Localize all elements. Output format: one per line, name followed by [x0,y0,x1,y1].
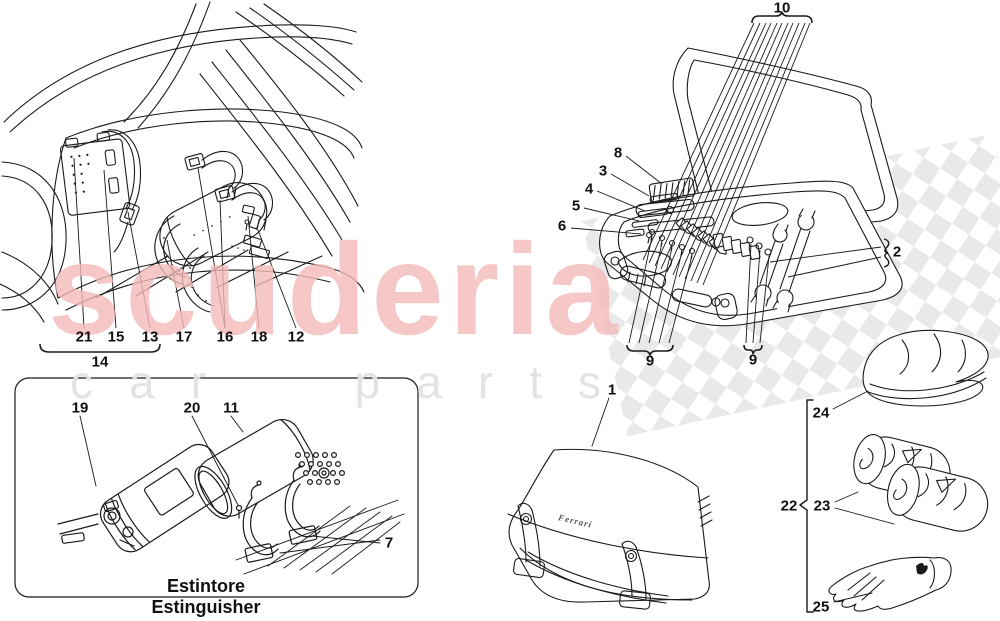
tool-case-leader-lines [571,12,889,355]
watermark-subtitle: car parts [70,356,637,408]
callout-7: 7 [384,534,394,552]
callout-1: 1 [607,381,617,399]
callout-16: 16 [216,328,234,346]
watermark-brand: scuderia [48,216,623,362]
extinguisher-bottle [94,438,235,557]
strap-buckle [119,202,140,226]
callout-3: 3 [598,162,608,180]
callout-14: 14 [91,353,109,371]
callout-11: 11 [223,399,239,417]
caption-estinguisher: Estinguisher [145,598,267,616]
callout-18: 18 [250,328,268,346]
callout-20: 20 [183,399,201,417]
trunk-compartment-drawing [0,2,364,322]
callout-6: 6 [557,217,567,235]
callout-2: 2 [892,243,902,261]
callout-10: 10 [773,0,791,17]
trunk-leader-lines [40,158,296,352]
extinguisher-inset-box [15,378,418,597]
callout-22: 22 [780,497,798,515]
callout-19: 19 [71,399,89,417]
callout-5: 5 [571,197,581,215]
callout-4: 4 [584,180,594,198]
callout-24: 24 [812,404,830,422]
mounting-plate [59,131,130,216]
callout-8: 8 [613,144,623,162]
extinguisher-valve [58,500,134,546]
callout-21: 21 [75,328,93,346]
callout-25: 25 [812,598,830,616]
accessories-drawing [508,330,993,612]
caption-estintore: Estintore [166,576,246,596]
tool-case-drawing [600,48,903,326]
callout-23: 23 [813,497,831,515]
callout-9-right: 9 [748,351,758,369]
callout-17: 17 [175,328,193,346]
callout-13: 13 [141,328,159,346]
callout-15: 15 [107,328,125,346]
callout-12: 12 [287,328,305,346]
callout-9-left: 9 [645,352,655,370]
